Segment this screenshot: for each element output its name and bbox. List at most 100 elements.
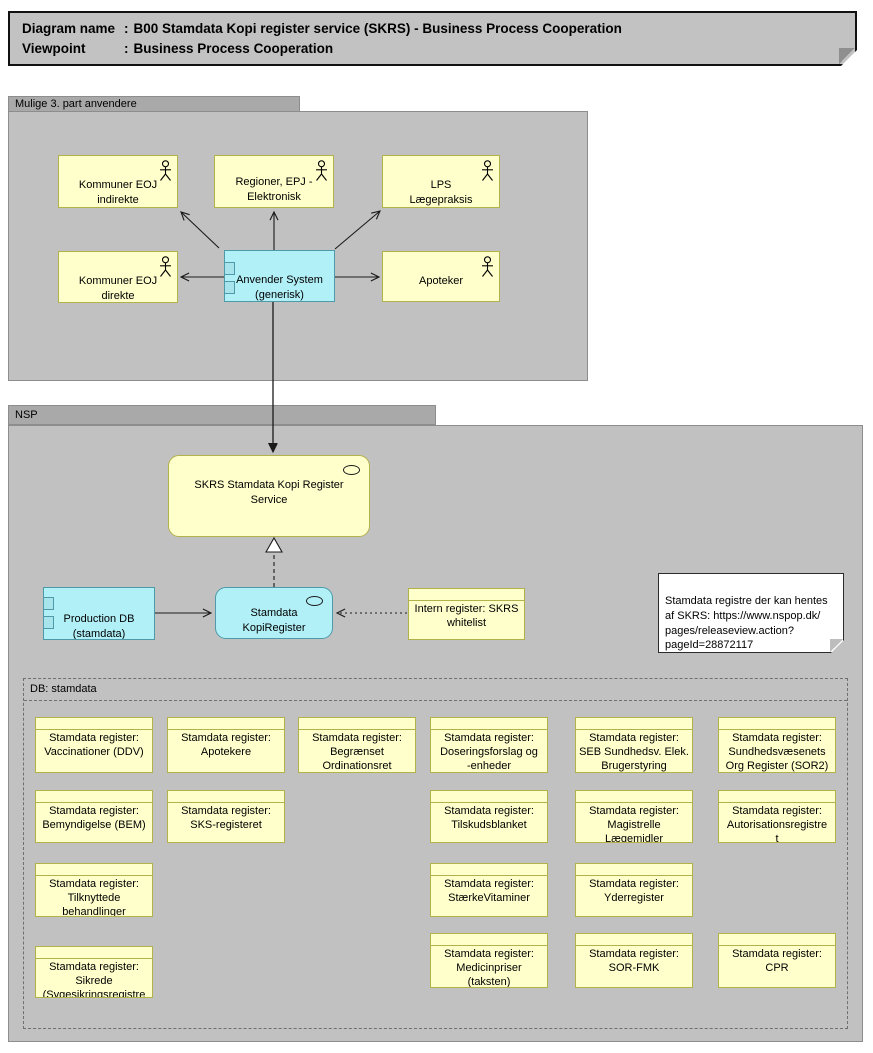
register-sks-registeret: Stamdata register:SKS-registeret [167,790,285,843]
node-label-text: Intern register: SKRS whitelist [414,603,519,629]
register-name: Tilskudsblanket [451,818,527,831]
register-name: StærkeVitaminer [448,891,530,904]
object-top-bar [576,864,692,876]
register-sundhedsvaesenets-org-register-sor2: Stamdata register:Sundhedsvæsenets Org R… [718,717,836,773]
object-top-bar [299,718,415,730]
register-prefix: Stamdata register: [732,805,822,817]
node-label: Stamdata register:Bemyndigelse (BEM) [36,803,152,833]
node-label: Stamdata register:Yderregister [576,876,692,906]
node-label: Stamdata register:SKS-registeret [168,803,284,833]
node-stamdata-kopiregister-service-skrs: Stamdata KopiRegister Service (SKRS) [215,587,333,639]
node-label: Intern register: SKRS whitelist [409,601,524,631]
object-top-bar [431,934,547,946]
node-label: Stamdata register:Autorisationsregistre … [719,803,835,843]
object-top-bar [719,718,835,730]
register-bemyndigelse-bem: Stamdata register:Bemyndigelse (BEM) [35,790,153,843]
node-kommuner-eoj-direkte: Kommuner EOJ direkte [58,251,178,303]
register-autorisationsregistret: Stamdata register:Autorisationsregistre … [718,790,836,843]
register-apotekere: Stamdata register:Apotekere [167,717,285,773]
actor-icon [160,256,171,277]
object-top-bar [36,947,152,959]
node-production-db: Production DB (stamdata) [43,587,155,640]
register-name: Doseringsforslag og -enheder [440,745,538,772]
register-prefix: Stamdata register: [732,948,822,960]
node-label: Anvender System (generisk) [236,274,323,302]
separator: : [124,41,129,56]
viewpoint-row: Viewpoint:Business Process Cooperation [22,39,855,59]
node-label: Apoteker [418,275,464,288]
group-tab-nsp: NSP [8,405,436,425]
register-prefix: Stamdata register: [589,732,679,744]
register-yderregister: Stamdata register:Yderregister [575,863,693,917]
component-port-icon [225,262,235,275]
service-interface-icon [343,465,360,475]
node-label: Stamdata register:Apotekere [168,730,284,760]
actor-icon [482,256,493,277]
register-prefix: Stamdata register: [49,732,139,744]
register-name: Magistrelle Lægemidler [604,818,664,843]
folded-corner-icon [839,48,855,64]
node-label: Stamdata register:Vaccinationer (DDV) [36,730,152,760]
actor-icon [482,160,493,181]
register-prefix: Stamdata register: [732,732,822,744]
diagram-name-row: Diagram name:B00 Stamdata Kopi register … [22,19,855,39]
node-regioner-epj: Regioner, EPJ - Elektronisk Patient Jour… [214,155,334,208]
note-stamdata-registre: Stamdata registre der kan hentes af SKRS… [658,573,844,653]
register-magistrelle-laegemidler: Stamdata register:Magistrelle Lægemidler [575,790,693,843]
register-prefix: Stamdata register: [49,805,139,817]
register-medicinpriser-taksten: Stamdata register:Medicinpriser (taksten… [430,933,548,988]
group-label: DB: stamdata [30,683,97,695]
register-name: Medicinpriser (taksten) [456,961,522,988]
db-stamdata-group-header: DB: stamdata [24,679,847,701]
register-name: Autorisationsregistre t [726,818,828,843]
object-top-bar [409,589,524,601]
node-label: SKRS Stamdata Kopi Register Service [194,479,344,507]
register-staerkevitaminer: Stamdata register:StærkeVitaminer [430,863,548,917]
viewpoint-value: Business Process Cooperation [133,41,334,56]
db-stamdata-group: DB: stamdata [23,678,848,1029]
register-name: Sundhedsvæsenets Org Register (SOR2) [725,745,829,772]
object-top-bar [36,864,152,876]
register-name: SKS-registeret [190,818,262,831]
register-name: Sikrede (Sygesikringsregistre [42,974,146,998]
register-name: Bemyndigelse (BEM) [42,818,146,831]
register-sikrede-sygesikringsregistret: Stamdata register:Sikrede (Sygesikringsr… [35,946,153,998]
register-name: Vaccinationer (DDV) [44,745,144,758]
object-top-bar [576,934,692,946]
object-top-bar [168,791,284,803]
node-skrs-stamdata-kopi-register-service: SKRS Stamdata Kopi Register Service [168,455,370,537]
group-body-mulige-3-part-anvendere [8,111,588,381]
node-label: Stamdata register:SOR-FMK [576,946,692,976]
service-interface-icon [306,596,323,606]
object-top-bar [431,718,547,730]
separator: : [124,21,129,36]
node-anvender-system: Anvender System (generisk) [224,250,335,302]
register-name: Begrænset Ordinationsret [322,745,392,772]
node-label: Regioner, EPJ - Elektronisk Patient Jour… [235,176,313,207]
object-top-bar [36,791,152,803]
register-sor-fmk: Stamdata register:SOR-FMK [575,933,693,988]
register-prefix: Stamdata register: [589,878,679,890]
component-port-icon [225,281,235,294]
register-cpr: Stamdata register:CPR [718,933,836,988]
object-top-bar [719,934,835,946]
node-label: Kommuner EOJ direkte [78,275,158,303]
object-top-bar [431,791,547,803]
register-prefix: Stamdata register: [444,732,534,744]
object-top-bar [719,791,835,803]
node-label: Stamdata register:Magistrelle Lægemidler [576,803,692,843]
register-vaccinationer-ddv: Stamdata register:Vaccinationer (DDV) [35,717,153,773]
register-name: Tilknyttede behandlinger [62,891,126,917]
node-label: Stamdata register:Sundhedsvæsenets Org R… [719,730,835,772]
node-label: Stamdata register:StærkeVitaminer [431,876,547,906]
register-tilskudsblanket: Stamdata register:Tilskudsblanket [430,790,548,843]
register-prefix: Stamdata register: [312,732,402,744]
register-prefix: Stamdata register: [444,805,534,817]
diagram-title-block: Diagram name:B00 Stamdata Kopi register … [8,11,857,66]
actor-icon [316,160,327,181]
component-port-icon [44,616,54,629]
object-top-bar [576,718,692,730]
register-prefix: Stamdata register: [49,961,139,973]
note-text: Stamdata registre der kan hentes af SKRS… [665,594,828,652]
